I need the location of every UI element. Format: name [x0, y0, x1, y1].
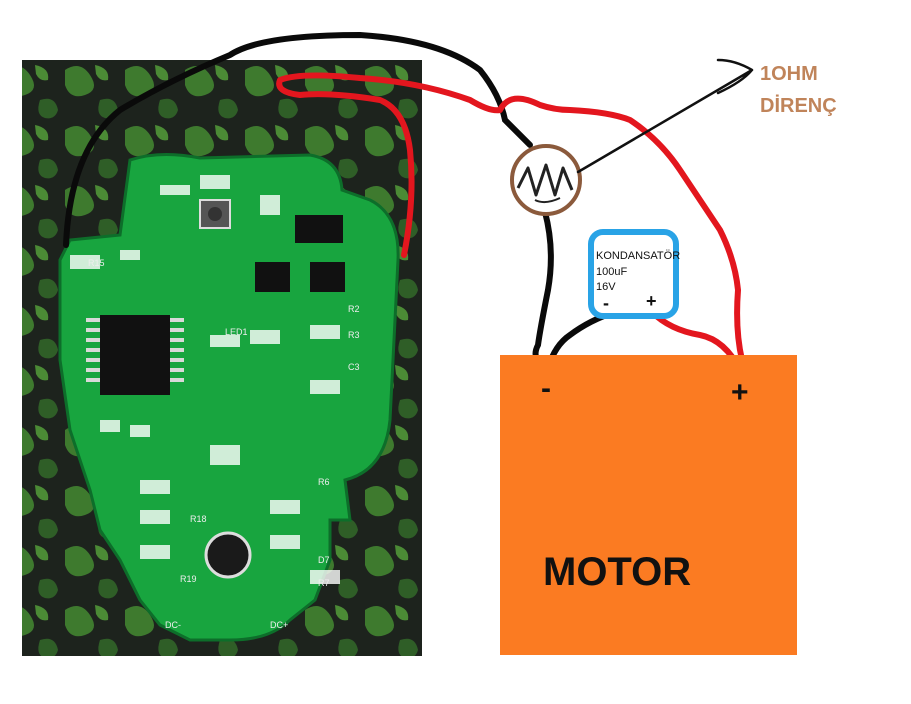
- capacitor-label-line3: 16V: [596, 281, 616, 293]
- pcb-silkscreen-c3: C3: [348, 362, 360, 372]
- mounting-hole: [204, 531, 252, 579]
- capacitor-minus-label: -: [603, 293, 609, 313]
- ic-chip: [100, 315, 170, 395]
- motor-block: - + MOTOR: [500, 355, 797, 655]
- pcb-silkscreen-dc-minus: DC-: [165, 620, 181, 630]
- pcb-photo: R15 LED1 R2 R3 C3 R6 D7 R7 R18 R19 DC+ D…: [22, 60, 422, 656]
- motor-label: MOTOR: [543, 550, 691, 594]
- motor-plus-label: +: [731, 376, 749, 409]
- pcb-silkscreen-d7: D7: [318, 555, 330, 565]
- motor-minus-label: -: [541, 372, 551, 405]
- annotation-arrow: [576, 58, 754, 174]
- motor-body: [500, 355, 797, 655]
- resistor-word-label: DİRENÇ: [760, 94, 837, 117]
- pcb-silkscreen-r19: R19: [180, 574, 197, 584]
- red-wire-pcb-to-motor: [276, 72, 747, 375]
- resistor-value-label: 1OHM: [760, 63, 818, 85]
- pcb-silkscreen-led1: LED1: [225, 327, 248, 337]
- pcb-silkscreen-r2: R2: [348, 304, 360, 314]
- resistor-symbol: [510, 144, 582, 216]
- pcb-silkscreen-r15: R15: [88, 258, 105, 268]
- red-wire-capacitor-plus: [649, 309, 743, 373]
- pcb-silkscreen-r6: R6: [318, 477, 330, 487]
- capacitor-label-line2: 100uF: [596, 266, 627, 278]
- pcb-silkscreen-r3: R3: [348, 330, 360, 340]
- black-wire-resistor-to-motor: [532, 209, 554, 373]
- capacitor-box: KONDANSATÖR 100uF 16V - +: [588, 229, 680, 319]
- pcb-silkscreen-r8: R7: [318, 578, 330, 588]
- pcb-silkscreen-r18: R18: [190, 514, 207, 524]
- pcb-silkscreen-dc-plus: DC+: [270, 620, 288, 630]
- capacitor-plus-label: +: [646, 291, 657, 311]
- capacitor-label-line1: KONDANSATÖR: [596, 250, 680, 262]
